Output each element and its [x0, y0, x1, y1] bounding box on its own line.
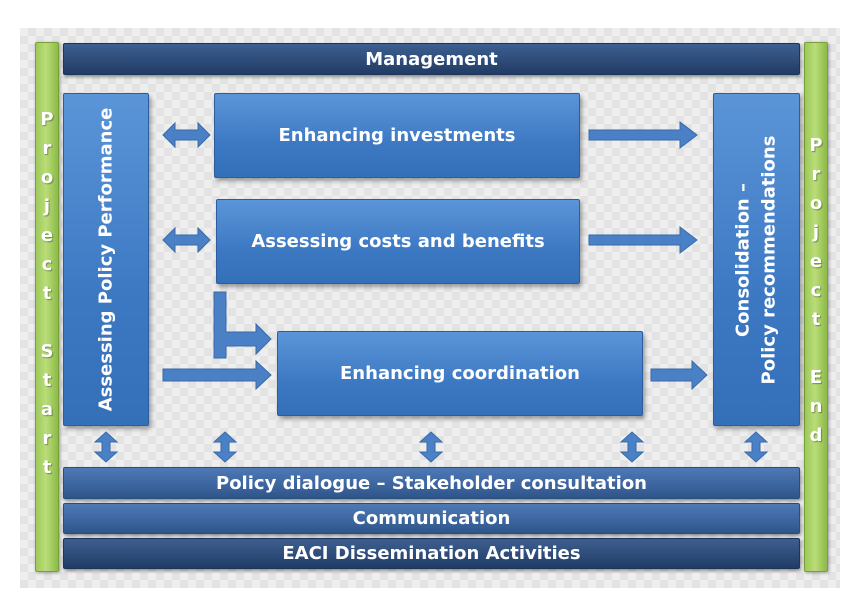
- management-bar: Management: [63, 43, 800, 75]
- dissemination-bar: EACI Dissemination Activities: [63, 538, 800, 569]
- project-start-letter: r: [42, 428, 52, 449]
- assessing-policy-performance-box: Assessing Policy Performance: [63, 93, 149, 426]
- project-start-letter: t: [42, 457, 52, 478]
- assessing-policy-performance-label: Assessing Policy Performance: [95, 107, 117, 412]
- project-end-letter: e: [809, 251, 823, 272]
- management-label: Management: [365, 48, 498, 70]
- project-start-letter: j: [43, 196, 51, 217]
- enhancing-coordination-label: Enhancing coordination: [340, 363, 580, 384]
- project-start-letter: o: [40, 167, 54, 188]
- project-end-letter: t: [811, 309, 821, 330]
- project-end-letter: c: [810, 280, 822, 301]
- consolidation-label-line2: Policy recommendations: [758, 135, 780, 384]
- communication-label: Communication: [352, 508, 511, 529]
- project-start-letter: e: [40, 225, 54, 246]
- enhancing-coordination-box: Enhancing coordination: [277, 331, 643, 416]
- assessing-costs-label: Assessing costs and benefits: [251, 231, 545, 252]
- dissemination-label: EACI Dissemination Activities: [282, 543, 581, 564]
- project-start-letter: S: [40, 341, 54, 362]
- project-start-letter: a: [40, 399, 54, 420]
- project-end-letter: o: [809, 193, 823, 214]
- project-end-letter: j: [812, 222, 820, 243]
- project-end-letter: r: [811, 164, 821, 185]
- project-start-letter: t: [42, 370, 52, 391]
- policy-dialogue-label: Policy dialogue – Stakeholder consultati…: [216, 472, 647, 494]
- consolidation-label-line1: Consolidation –: [732, 182, 754, 337]
- project-end-letter: n: [809, 396, 823, 417]
- consolidation-box: Consolidation – Policy recommendations: [713, 93, 800, 426]
- enhancing-investments-box: Enhancing investments: [214, 93, 580, 178]
- assessing-costs-box: Assessing costs and benefits: [216, 199, 580, 284]
- enhancing-investments-label: Enhancing investments: [278, 125, 516, 146]
- project-end-letter: P: [809, 135, 823, 156]
- project-start-letter: r: [42, 138, 52, 159]
- consolidation-label: Consolidation – Policy recommendations: [731, 135, 783, 384]
- project-start-letter: c: [41, 254, 53, 275]
- project-start-letter: P: [40, 109, 54, 130]
- communication-bar: Communication: [63, 503, 800, 534]
- project-start-letter: t: [42, 283, 52, 304]
- project-end-letter: E: [809, 367, 823, 388]
- project-end-letter: d: [809, 425, 823, 446]
- policy-dialogue-bar: Policy dialogue – Stakeholder consultati…: [63, 467, 800, 499]
